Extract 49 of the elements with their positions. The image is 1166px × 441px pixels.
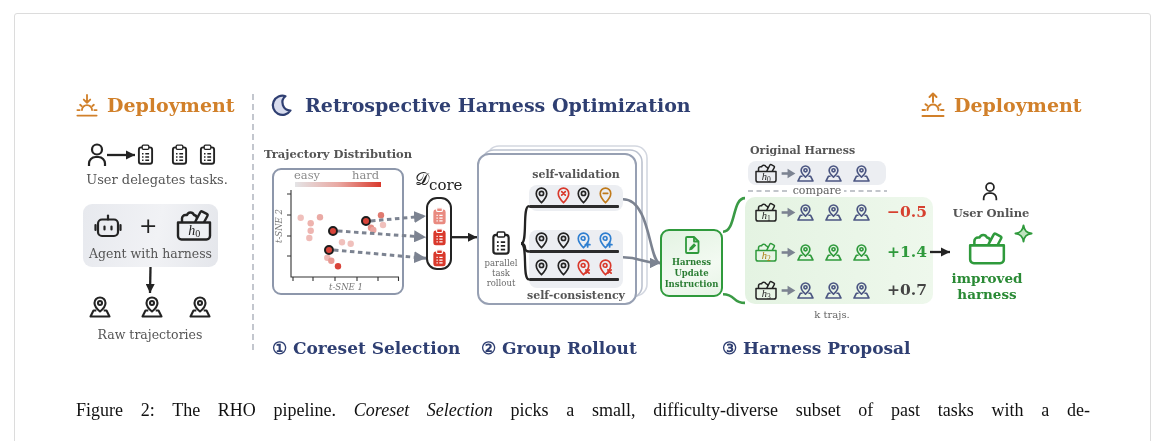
arrow [622, 256, 661, 268]
proposal-panel [745, 197, 933, 304]
step-title: ② Group Rollout [481, 337, 637, 359]
arrow [107, 150, 135, 160]
harness-label: h$_{0}$ [187, 223, 202, 238]
arrow [452, 232, 477, 242]
connector-line [722, 293, 746, 305]
connector-line [520, 242, 530, 253]
scale-label: hard [352, 169, 380, 182]
user-label: User Online [952, 206, 1030, 220]
connector-line [520, 242, 530, 281]
harness-label: h$_{2}$ [760, 251, 772, 262]
harness-label: h$_{1}$ [760, 211, 772, 222]
section-heading: Retrospective Harness Optimization [305, 93, 691, 118]
step-title: ① Coreset Selection [272, 337, 461, 359]
set-label: 𝒟$_{core}$ [415, 169, 463, 195]
person-icon [87, 143, 107, 167]
arrow [622, 198, 661, 265]
box-label: Harness Update Instruction [663, 257, 720, 290]
axis-label: t-SNE 1 [328, 282, 364, 292]
box-label: improved harness [950, 270, 1024, 302]
note-text: k trajs. [814, 309, 850, 320]
harness-label: h$_{3}$ [760, 289, 772, 300]
box-label: Agent with harness [88, 246, 213, 262]
arrow [930, 247, 950, 257]
panel-title: Original Harness [750, 144, 856, 158]
plus-sign: + [139, 215, 158, 237]
panel-title: self-consistency [525, 289, 626, 303]
section-heading: Deployment [954, 93, 1082, 118]
separator-label: compare [789, 185, 845, 197]
figure-caption: Figure 2: The RHO pipeline. Coreset Selection picks a small, difficulty-diverse subset of past tasks with a de- [76, 399, 1090, 421]
agent-panel [83, 204, 218, 267]
plot-title: Trajectory Distribution [264, 147, 413, 161]
rollout-label: parallel task rollout [483, 258, 519, 288]
step-title: ③ Harness Proposal [722, 337, 911, 359]
scale-label: easy [294, 169, 321, 182]
description-text: User delegates tasks. [86, 172, 228, 187]
connector-line [520, 205, 530, 245]
panel-title: self-validation [531, 168, 621, 182]
rollout-card [477, 153, 637, 305]
instruction-box [660, 229, 723, 297]
section-heading: Deployment [107, 93, 235, 118]
arrow [145, 266, 155, 294]
score-value: +1.4 [886, 242, 927, 262]
box-label: Raw trajectories [96, 327, 204, 343]
score-value: +0.7 [886, 280, 927, 300]
connector-line [722, 196, 746, 233]
score-value: −0.5 [886, 202, 927, 222]
harness-label: h$_{0}$ [760, 172, 772, 183]
